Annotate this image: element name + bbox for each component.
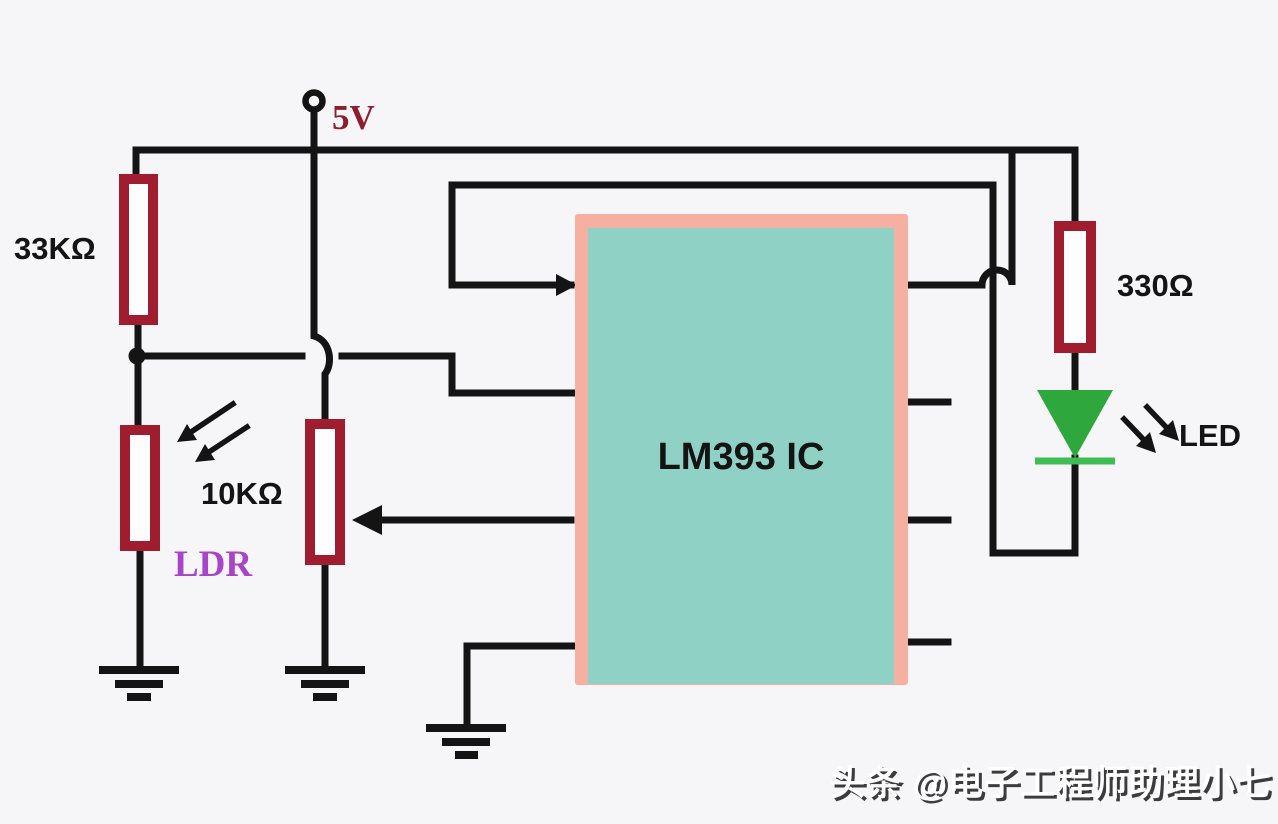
supply-terminal (302, 89, 326, 113)
junction-to-ic-wire-right (338, 352, 576, 397)
ground-symbol-pot (285, 666, 365, 701)
ic-label: LM393 IC (658, 436, 825, 478)
junction-dot (128, 347, 146, 365)
led-label: LED (1179, 418, 1241, 453)
ic-right-pin-stubs (899, 398, 952, 646)
output-feedback-wire (448, 181, 1079, 557)
watermark-text: 头条 @电子工程师助理小七 (830, 764, 1272, 803)
power-rail-wire (132, 146, 1079, 226)
supply-branch-wire (310, 106, 334, 428)
wires (128, 106, 1079, 730)
ldr-label: LDR (174, 544, 253, 585)
resistor-330 (1054, 221, 1096, 353)
pot-label: 10KΩ (201, 476, 283, 511)
watermark: 头条 @电子工程师助理小七 头条 @电子工程师助理小七 (830, 764, 1275, 806)
ldr-body (120, 425, 160, 551)
resistor-33k (119, 174, 158, 325)
ic-vcc-wire (904, 148, 1016, 289)
ldr-light-arrows-icon (177, 400, 251, 462)
resistor-33k-label: 33KΩ (14, 231, 96, 266)
ic-ground-wire (463, 642, 581, 730)
ground-symbol-ic (426, 724, 506, 759)
led-triangle (1037, 390, 1113, 458)
led-light-arrows-icon (1120, 403, 1179, 453)
supply-label: 5V (332, 98, 375, 137)
ic-body (588, 228, 894, 684)
potentiometer-10k (305, 419, 345, 565)
input-arrowhead (556, 274, 577, 296)
comparator-ic: LM393 IC (575, 214, 908, 685)
watermark-shadow: 头条 @电子工程师助理小七 (833, 767, 1275, 806)
wiper-arrowhead (352, 505, 382, 535)
resistor-330-label: 330Ω (1117, 268, 1194, 303)
ground-symbol-ldr (99, 666, 179, 701)
led (1035, 390, 1115, 465)
